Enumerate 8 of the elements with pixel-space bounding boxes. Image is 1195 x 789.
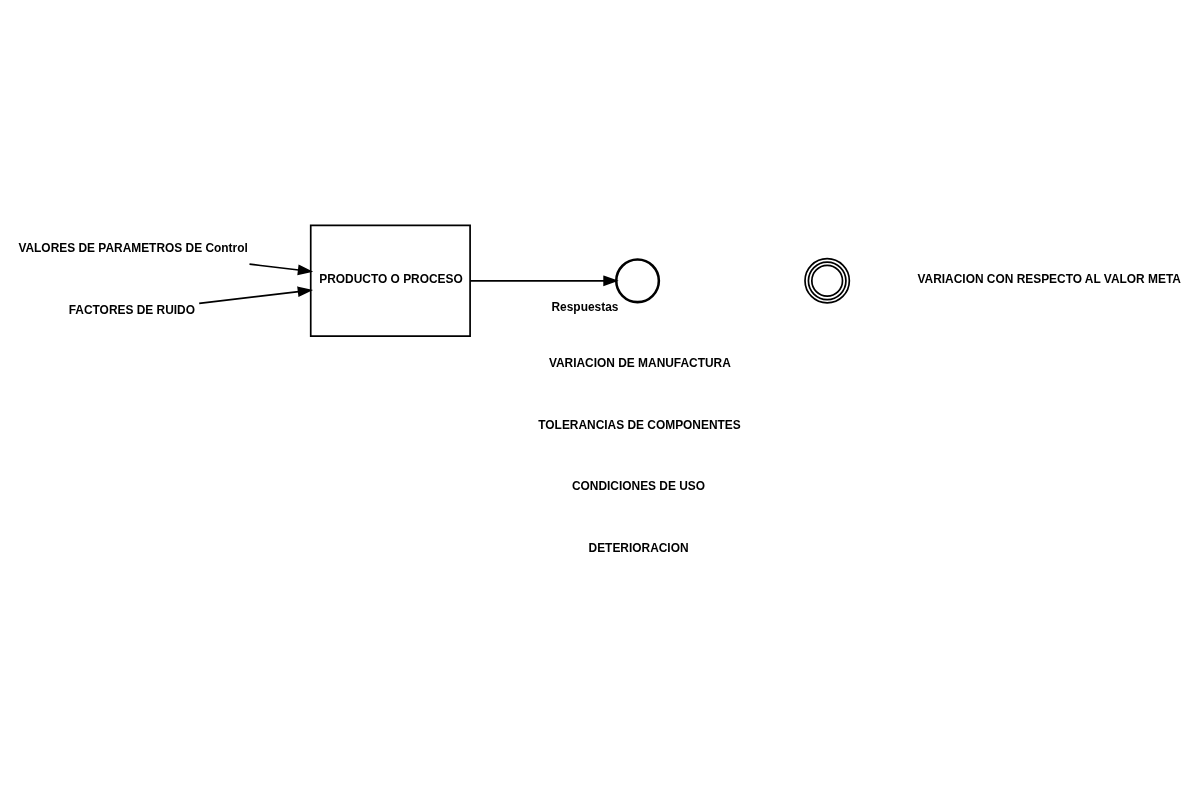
label: TOLERANCIAS DE COMPONENTES	[538, 417, 741, 432]
label: DETERIORACION	[588, 540, 689, 555]
node-label: Respuestas	[551, 299, 619, 314]
node-text: FACTORES DE RUIDO	[68, 302, 195, 317]
label: VARIACION CON RESPECTO AL VALOR META	[917, 271, 1181, 286]
node-text: VALORES DE PARAMETROS DE Control	[18, 240, 248, 255]
label: CONDICIONES DE USO	[571, 478, 706, 493]
label: VARIACION DE MANUFACTURA	[548, 355, 731, 370]
